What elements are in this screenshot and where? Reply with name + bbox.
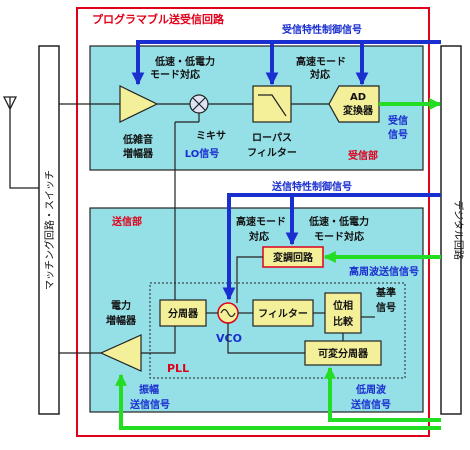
digital-circuit-label: デジタル回路 [452,200,465,260]
lf-tx-signal-arrow [324,366,441,422]
pll-label: PLL [167,362,189,375]
tx-filter-label: フィルター [258,308,308,320]
transmitter-section-label: 送信部 [111,215,142,228]
rx-output-label-2: 信号 [388,128,408,141]
divider-to-pa-wire [141,326,176,354]
mixer-icon [189,94,209,114]
lpf-label-1: ローパス [252,132,292,144]
divider-block [159,299,207,327]
adc-label-2: 変換器 [343,104,374,117]
vco-icon [217,302,239,324]
amplitude-signal-label-1: 振幅 [139,383,159,396]
rx-highspeed-note-2: 対応 [309,68,330,81]
rx-control-bus [131,40,441,86]
amplitude-tx-signal-arrow [115,373,441,430]
vco-feedback-wire [227,323,305,354]
tx-control-bus [222,193,441,301]
phase-comparator-label-2: 比較 [333,315,354,328]
matching-switch-box [38,45,60,415]
hf-tx-signal-label: 高周波送信信号 [349,265,419,278]
pll-box [149,282,406,379]
ref-signal-label-1: 基準 [375,286,396,299]
digital-circuit-box [440,45,462,415]
modulator-to-vco-wire [236,256,263,303]
phase-comparator-label-1: 位相 [333,299,353,312]
antenna-icon [2,96,39,189]
tx-control-signal-label: 送信特性制御信号 [271,180,352,193]
rx-lowpower-note-1: 低速・低電力 [154,55,215,68]
pa-label-2: 増幅器 [106,314,137,327]
lna-label-2: 増幅器 [123,147,154,160]
adc-label-1: AD [350,92,366,103]
receiver-section-label: 受信部 [348,149,378,162]
tx-lowpower-note-2: モード対応 [314,230,364,243]
lpf-label-2: フィルター [247,147,297,159]
lna-label-1: 低雑音 [122,133,153,146]
tx-highspeed-note-1: 高速モード [236,215,286,228]
modulator-label: 変調回路 [273,251,314,264]
lf-signal-label-1: 低周波 [355,383,387,396]
lo-signal-label: LO信号 [185,147,220,160]
matching-switch-label: マッチング回路・スイッチ [43,170,56,290]
tx-lowpower-note-1: 低速・低電力 [308,215,369,228]
rx-output-label-1: 受信 [388,114,408,127]
outer-title: プログラマブル送受信回路 [92,12,225,26]
power-amplifier-triangle [99,334,142,372]
phase-comparator-block [324,292,362,334]
programmable-block-frame [76,7,430,437]
tx-highspeed-note-2: 対応 [248,230,269,243]
amplitude-signal-label-2: 送信信号 [129,398,170,411]
lowpass-filter-block [252,85,292,123]
ref-signal-label-2: 信号 [376,301,396,314]
lna-triangle [119,85,159,123]
variable-divider-label: 可変分周器 [318,347,369,360]
rx-control-signal-label: 受信特性制御信号 [282,23,362,36]
rx-highspeed-note-1: 高速モード [296,55,346,68]
rx-lowpower-note-2: モード対応 [150,68,200,81]
divider-label: 分周器 [168,307,199,320]
mixer-label: ミキサ [196,130,226,142]
pa-label-1: 電力 [111,299,131,312]
tx-filter-block [252,299,314,327]
lowpass-filter-icon [258,94,287,117]
vco-label: VCO [216,332,242,345]
lf-signal-label-2: 送信信号 [350,398,391,411]
